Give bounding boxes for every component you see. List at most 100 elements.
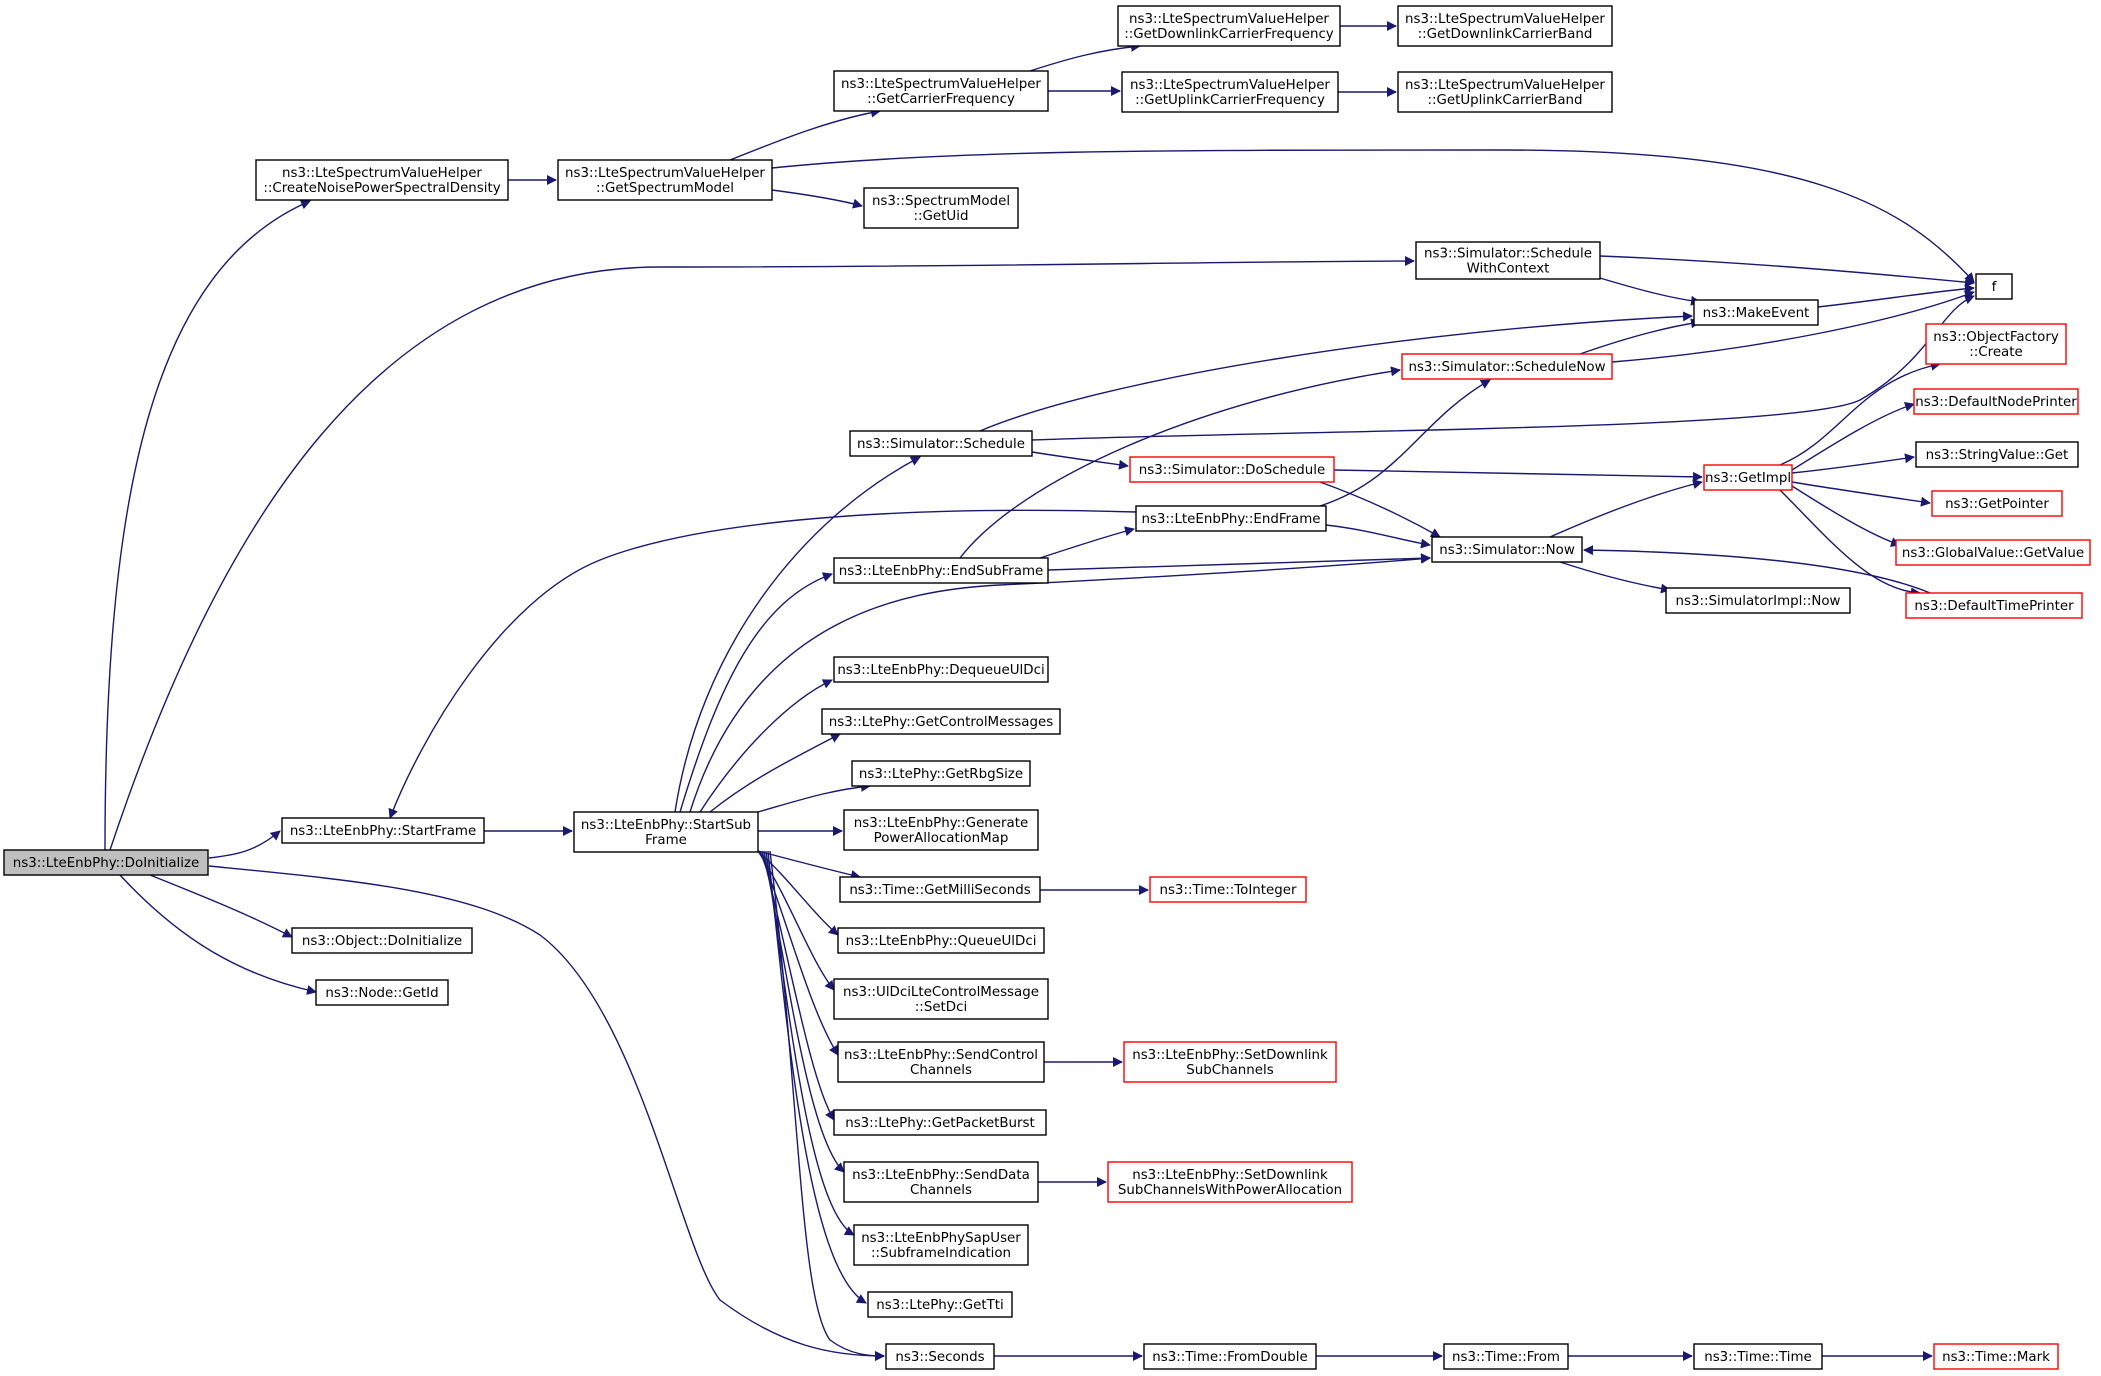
node-label: ns3::LteSpectrumValueHelper bbox=[1129, 12, 1329, 27]
node-box bbox=[839, 876, 1041, 903]
node-box bbox=[255, 159, 509, 201]
node-box bbox=[281, 817, 485, 844]
node-label: ns3::LteEnbPhySapUser bbox=[861, 1231, 1021, 1246]
node-getulfreq[interactable]: ns3::LteSpectrumValueHelper::GetUplinkCa… bbox=[1121, 71, 1339, 113]
node-getpointer[interactable]: ns3::GetPointer bbox=[1931, 490, 2063, 517]
edge-getspectrum-to-getcarrier bbox=[729, 107, 881, 161]
edge-deftimeprinter-to-now bbox=[1583, 545, 1931, 594]
node-getspectrum[interactable]: ns3::LteSpectrumValueHelper::GetSpectrum… bbox=[557, 159, 773, 201]
node-label: ns3::GetPointer bbox=[1945, 497, 2049, 512]
node-getrbgsize[interactable]: ns3::LtePhy::GetRbgSize bbox=[851, 760, 1031, 787]
node-label: ns3::SimulatorImpl::Now bbox=[1675, 594, 1840, 609]
node-box bbox=[315, 979, 449, 1006]
node-box bbox=[1397, 71, 1613, 113]
node-gettti[interactable]: ns3::LtePhy::GetTti bbox=[867, 1291, 1013, 1318]
node-dequeueuldci[interactable]: ns3::LteEnbPhy::DequeueUlDci bbox=[833, 656, 1049, 683]
node-globalget[interactable]: ns3::GlobalValue::GetValue bbox=[1895, 539, 2091, 566]
node-mark[interactable]: ns3::Time::Mark bbox=[1933, 1343, 2059, 1370]
node-stringget[interactable]: ns3::StringValue::Get bbox=[1915, 441, 2079, 468]
node-f[interactable]: f bbox=[1975, 273, 2013, 300]
node-label: ns3::Simulator::ScheduleNow bbox=[1408, 360, 1605, 375]
node-box bbox=[863, 187, 1019, 229]
edge-schednow-to-f bbox=[1611, 290, 1975, 363]
node-deftimeprinter[interactable]: ns3::DefaultTimePrinter bbox=[1905, 592, 2083, 619]
node-label: ns3::LteEnbPhy::SetDownlink bbox=[1132, 1168, 1328, 1183]
node-box bbox=[1401, 353, 1613, 380]
node-box bbox=[1975, 273, 2013, 300]
node-getmilli[interactable]: ns3::Time::GetMilliSeconds bbox=[839, 876, 1041, 903]
edge-getimpl-to-objfactory bbox=[1779, 360, 1941, 466]
node-seconds[interactable]: ns3::Seconds bbox=[885, 1343, 995, 1370]
node-box bbox=[833, 70, 1049, 112]
node-doinit[interactable]: ns3::LteEnbPhy::DoInitialize bbox=[3, 849, 209, 876]
edge-now-to-getimpl bbox=[1549, 479, 1703, 538]
node-schednow[interactable]: ns3::Simulator::ScheduleNow bbox=[1401, 353, 1613, 380]
node-genpowalloc[interactable]: ns3::LteEnbPhy::GeneratePowerAllocationM… bbox=[843, 809, 1039, 851]
node-objfactory[interactable]: ns3::ObjectFactory::Create bbox=[1925, 323, 2067, 365]
node-box bbox=[3, 849, 209, 876]
node-getuid[interactable]: ns3::SpectrumModel::GetUid bbox=[863, 187, 1019, 229]
node-label: SubChannels bbox=[1186, 1063, 1273, 1078]
node-time[interactable]: ns3::Time::Time bbox=[1693, 1343, 1823, 1370]
node-fromdouble[interactable]: ns3::Time::FromDouble bbox=[1143, 1343, 1317, 1370]
node-label: ns3::GetImpl bbox=[1705, 471, 1791, 486]
node-box bbox=[849, 430, 1033, 457]
node-objdoinit[interactable]: ns3::Object::DoInitialize bbox=[291, 927, 473, 954]
node-box bbox=[1143, 1343, 1317, 1370]
node-box bbox=[1431, 536, 1583, 563]
node-label: ns3::SpectrumModel bbox=[872, 194, 1010, 209]
edge-schedwithctx-to-f bbox=[1599, 255, 1975, 288]
node-getulband[interactable]: ns3::LteSpectrumValueHelper::GetUplinkCa… bbox=[1397, 71, 1613, 113]
node-schedule[interactable]: ns3::Simulator::Schedule bbox=[849, 430, 1033, 457]
node-box bbox=[843, 1161, 1039, 1203]
node-doschedule[interactable]: ns3::Simulator::DoSchedule bbox=[1129, 456, 1335, 483]
node-nodegetid[interactable]: ns3::Node::GetId bbox=[315, 979, 449, 1006]
node-label: ns3::LteEnbPhy::SetDownlink bbox=[1132, 1048, 1328, 1063]
edge-schedule-to-doschedule bbox=[1031, 451, 1129, 470]
node-endsubframe[interactable]: ns3::LteEnbPhy::EndSubFrame bbox=[833, 557, 1049, 584]
node-label: ::GetDownlinkCarrierBand bbox=[1418, 27, 1593, 42]
node-makeevent[interactable]: ns3::MakeEvent bbox=[1693, 299, 1819, 326]
node-createnoise[interactable]: ns3::LteSpectrumValueHelper::CreateNoise… bbox=[255, 159, 509, 201]
node-queueuldci[interactable]: ns3::LteEnbPhy::QueueUlDci bbox=[837, 927, 1045, 954]
node-now[interactable]: ns3::Simulator::Now bbox=[1431, 536, 1583, 563]
node-getdlband[interactable]: ns3::LteSpectrumValueHelper::GetDownlink… bbox=[1397, 5, 1613, 47]
node-box bbox=[1117, 5, 1341, 47]
node-endframe[interactable]: ns3::LteEnbPhy::EndFrame bbox=[1135, 505, 1327, 532]
node-box bbox=[1933, 1343, 2059, 1370]
node-box bbox=[1925, 323, 2067, 365]
node-getpktburst[interactable]: ns3::LtePhy::GetPacketBurst bbox=[833, 1109, 1047, 1136]
node-simimplnow[interactable]: ns3::SimulatorImpl::Now bbox=[1665, 587, 1851, 614]
node-label: ns3::LteEnbPhy::EndFrame bbox=[1141, 512, 1320, 527]
edge-doinit-to-seconds bbox=[208, 865, 885, 1361]
edge-getimpl-to-defnodeprinter bbox=[1791, 402, 1915, 471]
node-getctrlmsgs[interactable]: ns3::LtePhy::GetControlMessages bbox=[821, 708, 1061, 735]
edge-schedwithctx-to-makeevent bbox=[1599, 277, 1701, 306]
node-box bbox=[1913, 388, 2079, 415]
node-setdlsubpow[interactable]: ns3::LteEnbPhy::SetDownlinkSubChannelsWi… bbox=[1107, 1161, 1353, 1203]
node-getimpl[interactable]: ns3::GetImpl bbox=[1703, 464, 1793, 491]
node-subframeind[interactable]: ns3::LteEnbPhySapUser::SubframeIndicatio… bbox=[853, 1224, 1029, 1266]
node-startframe[interactable]: ns3::LteEnbPhy::StartFrame bbox=[281, 817, 485, 844]
node-label: ns3::Time::ToInteger bbox=[1159, 883, 1297, 898]
node-getcarrier[interactable]: ns3::LteSpectrumValueHelper::GetCarrierF… bbox=[833, 70, 1049, 112]
edge-endsubframe-to-endframe bbox=[1039, 526, 1135, 559]
edge-startsubframe-to-now bbox=[689, 553, 1431, 813]
edge-doschedule-to-getimpl bbox=[1333, 469, 1703, 482]
node-from[interactable]: ns3::Time::From bbox=[1443, 1343, 1569, 1370]
edge-getspectrum-to-getuid bbox=[771, 189, 863, 209]
node-setdci[interactable]: ns3::UlDciLteControlMessage::SetDci bbox=[833, 978, 1049, 1020]
node-label: ns3::LtePhy::GetRbgSize bbox=[859, 767, 1023, 782]
node-tointeger[interactable]: ns3::Time::ToInteger bbox=[1149, 876, 1307, 903]
node-label: ns3::UlDciLteControlMessage bbox=[843, 985, 1039, 1000]
node-getdlfreq[interactable]: ns3::LteSpectrumValueHelper::GetDownlink… bbox=[1117, 5, 1341, 47]
node-box bbox=[837, 927, 1045, 954]
node-label: SubChannelsWithPowerAllocation bbox=[1118, 1183, 1342, 1198]
node-defnodeprinter[interactable]: ns3::DefaultNodePrinter bbox=[1913, 388, 2079, 415]
edge-getimpl-to-stringget bbox=[1791, 453, 1915, 474]
